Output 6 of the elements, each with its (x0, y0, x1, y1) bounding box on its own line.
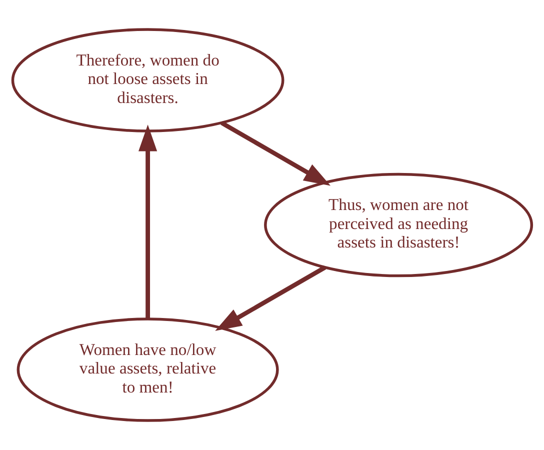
arrow (138, 124, 158, 319)
arrow (215, 266, 326, 331)
node-ellipse: Therefore, women do not loose assets in disasters. (11, 28, 284, 132)
node-ellipse: Thus, women are not perceived as needing assets in disasters! (264, 172, 534, 278)
arrow (220, 120, 331, 186)
node-ellipse: Women have no/low value assets, relative to men! (16, 318, 279, 422)
